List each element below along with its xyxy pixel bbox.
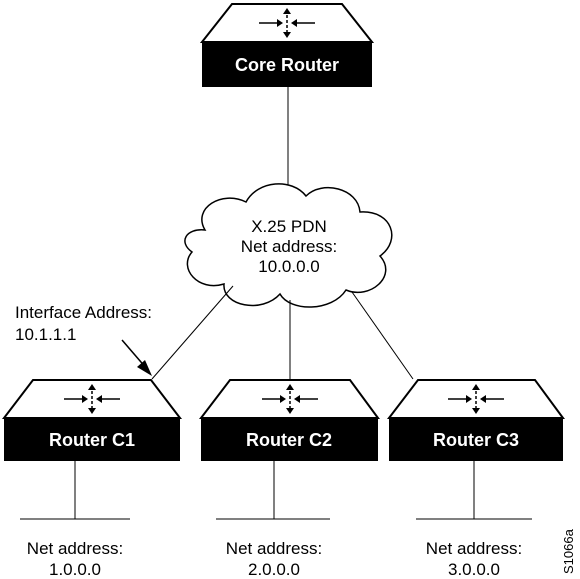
net-2-label: Net address: [226,539,322,558]
router-c2: Router C2 Net address: 2.0.0.0 [198,379,380,579]
router-arrows-icon [262,384,318,414]
router-c3: Router C3 Net address: 3.0.0.0 [386,379,565,579]
interface-address-note: Interface Address: 10.1.1.1 [15,303,152,376]
net-3-address: 3.0.0.0 [448,560,500,579]
cloud-line-1: X.25 PDN [251,217,327,236]
net-1-address: 1.0.0.0 [49,560,101,579]
link-cloud-c3 [351,291,414,380]
figure-id: S1066a [561,528,576,574]
link-cloud-c1 [151,285,234,380]
router-c1: Router C1 Net address: 1.0.0.0 [1,379,183,579]
router-c3-label: Router C3 [433,430,519,450]
core-router-body [202,42,372,87]
router-c1-body [4,418,180,461]
router-c2-label: Router C2 [246,430,332,450]
net-2-address: 2.0.0.0 [248,560,300,579]
router-c2-body [201,418,378,461]
interface-address-label: Interface Address: [15,303,152,322]
interface-address-value: 10.1.1.1 [15,325,76,344]
router-arrows-icon [64,384,120,414]
router-c3-body [389,418,563,461]
net-1-label: Net address: [27,539,123,558]
pointer-arrow-icon [121,339,152,376]
router-arrows-icon [448,384,504,414]
core-router-label: Core Router [235,55,339,75]
router-c1-label: Router C1 [49,430,135,450]
cloud-line-2: Net address: [241,237,337,256]
router-arrows-icon [259,8,315,38]
cloud-line-3: 10.0.0.0 [258,257,319,276]
cloud-icon: X.25 PDN Net address: 10.0.0.0 [184,183,393,308]
x25-pdn-cloud [184,183,393,308]
net-3-label: Net address: [426,539,522,558]
core-router: Core Router [199,3,375,87]
